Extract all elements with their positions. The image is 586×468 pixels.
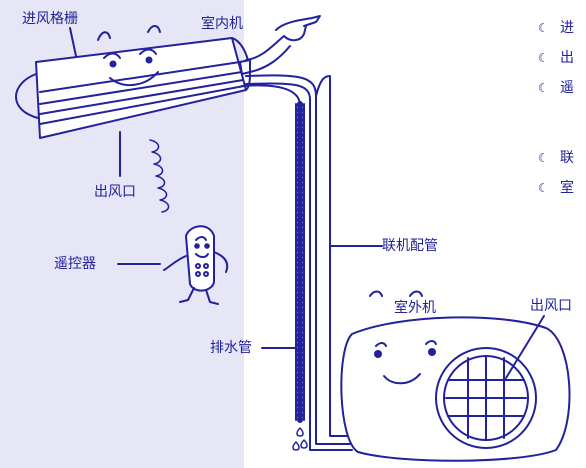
- leader-intake: [69, 27, 77, 57]
- label-intake-grille: 进风格栅: [22, 11, 78, 27]
- label-outlet-indoor: 出风口: [94, 184, 136, 200]
- legend-item: ☾遥: [538, 80, 574, 96]
- legend-item-text: 室: [560, 180, 574, 196]
- label-outdoor-unit: 室外机: [394, 300, 436, 316]
- legend-item-text: 出: [560, 50, 574, 66]
- label-connecting-pipe: 联机配管: [382, 238, 438, 254]
- airflow-wave: [149, 139, 170, 213]
- legend-bullet-icon: ☾: [538, 151, 549, 165]
- legend-item-text: 进: [560, 20, 574, 36]
- drain-pipe-drawing: [241, 84, 308, 451]
- legend-bullet-icon: ☾: [538, 51, 549, 65]
- connecting-pipe-drawing: [245, 74, 353, 451]
- legend-item: ☾室: [538, 180, 574, 196]
- legend-item: ☾进: [538, 20, 574, 36]
- legend-bullet-icon: ☾: [538, 81, 549, 95]
- legend-item-text: 联: [560, 150, 574, 166]
- indoor-unit-drawing: [15, 15, 321, 139]
- remote-drawing: [163, 225, 229, 305]
- outdoor-unit-drawing: [340, 290, 571, 462]
- legend-bullet-icon: ☾: [538, 181, 549, 195]
- legend-item-text: 遥: [560, 80, 574, 96]
- legend-bullet-icon: ☾: [538, 21, 549, 35]
- leader-outlet-outdoor: [505, 315, 545, 379]
- legend-item: ☾联: [538, 150, 574, 166]
- label-remote: 遥控器: [54, 256, 96, 272]
- label-outlet-outdoor: 出风口: [530, 298, 572, 314]
- label-indoor-unit: 室内机: [201, 16, 243, 32]
- label-drain-pipe: 排水管: [210, 340, 252, 356]
- legend-item: ☾出: [538, 50, 574, 66]
